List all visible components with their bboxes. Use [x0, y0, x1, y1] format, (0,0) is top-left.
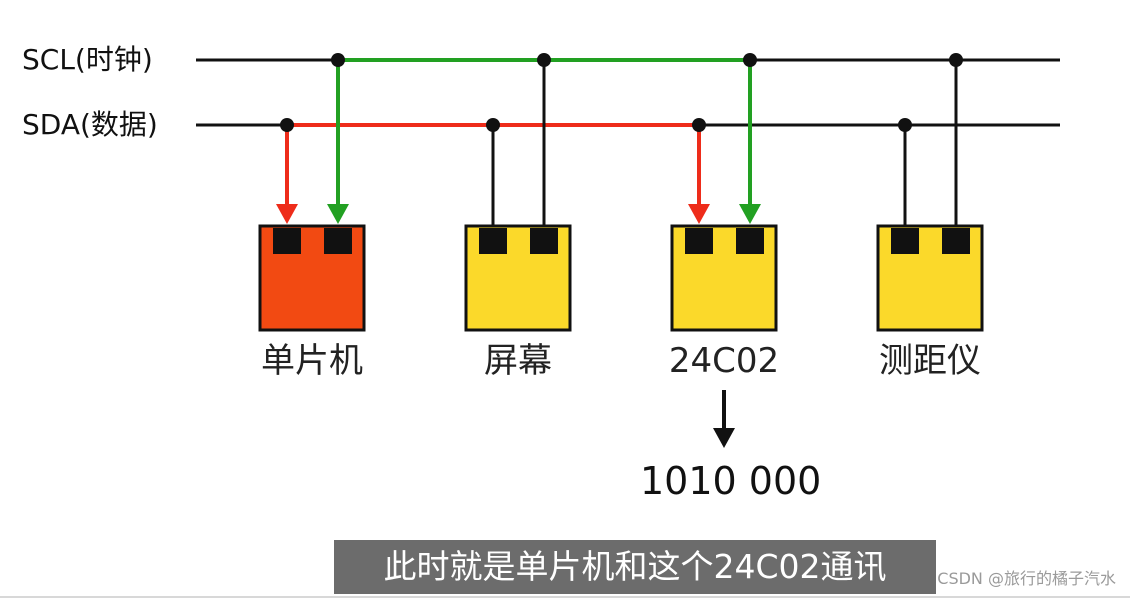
watermark: CSDN @旅行的橘子汽水 — [937, 569, 1116, 588]
mcu-sda-arrow — [276, 204, 298, 224]
pin-eeprom-scl — [736, 228, 764, 254]
sda-junction-eeprom — [692, 118, 706, 132]
pin-rangefinder-scl — [942, 228, 970, 254]
pin-eeprom-sda — [685, 228, 713, 254]
pin-screen-scl — [530, 228, 558, 254]
pin-mcu-sda — [273, 228, 301, 254]
sda-label: SDA(数据) — [22, 108, 158, 141]
scl-label: SCL(时钟) — [22, 43, 153, 76]
sda-junction-mcu — [280, 118, 294, 132]
device-label-rangefinder: 测距仪 — [879, 341, 981, 381]
device-label-screen: 屏幕 — [484, 341, 552, 381]
eeprom-sda-arrow — [688, 204, 710, 224]
scl-junction-rangefinder — [949, 53, 963, 67]
video-subtitle: 此时就是单片机和这个24C02通讯 — [334, 540, 936, 594]
mcu-scl-arrow — [327, 204, 349, 224]
scl-junction-screen — [537, 53, 551, 67]
bottom-divider — [0, 596, 1130, 598]
sda-junction-rangefinder — [898, 118, 912, 132]
device-address: 1010 000 — [640, 459, 822, 503]
scl-junction-mcu — [331, 53, 345, 67]
pin-mcu-scl — [324, 228, 352, 254]
address-arrow-head — [713, 428, 735, 448]
eeprom-scl-arrow — [739, 204, 761, 224]
pin-rangefinder-sda — [891, 228, 919, 254]
device-label-mcu: 单片机 — [261, 341, 363, 381]
device-label-eeprom: 24C02 — [668, 341, 780, 381]
sda-junction-screen — [486, 118, 500, 132]
pin-screen-sda — [479, 228, 507, 254]
scl-junction-eeprom — [743, 53, 757, 67]
